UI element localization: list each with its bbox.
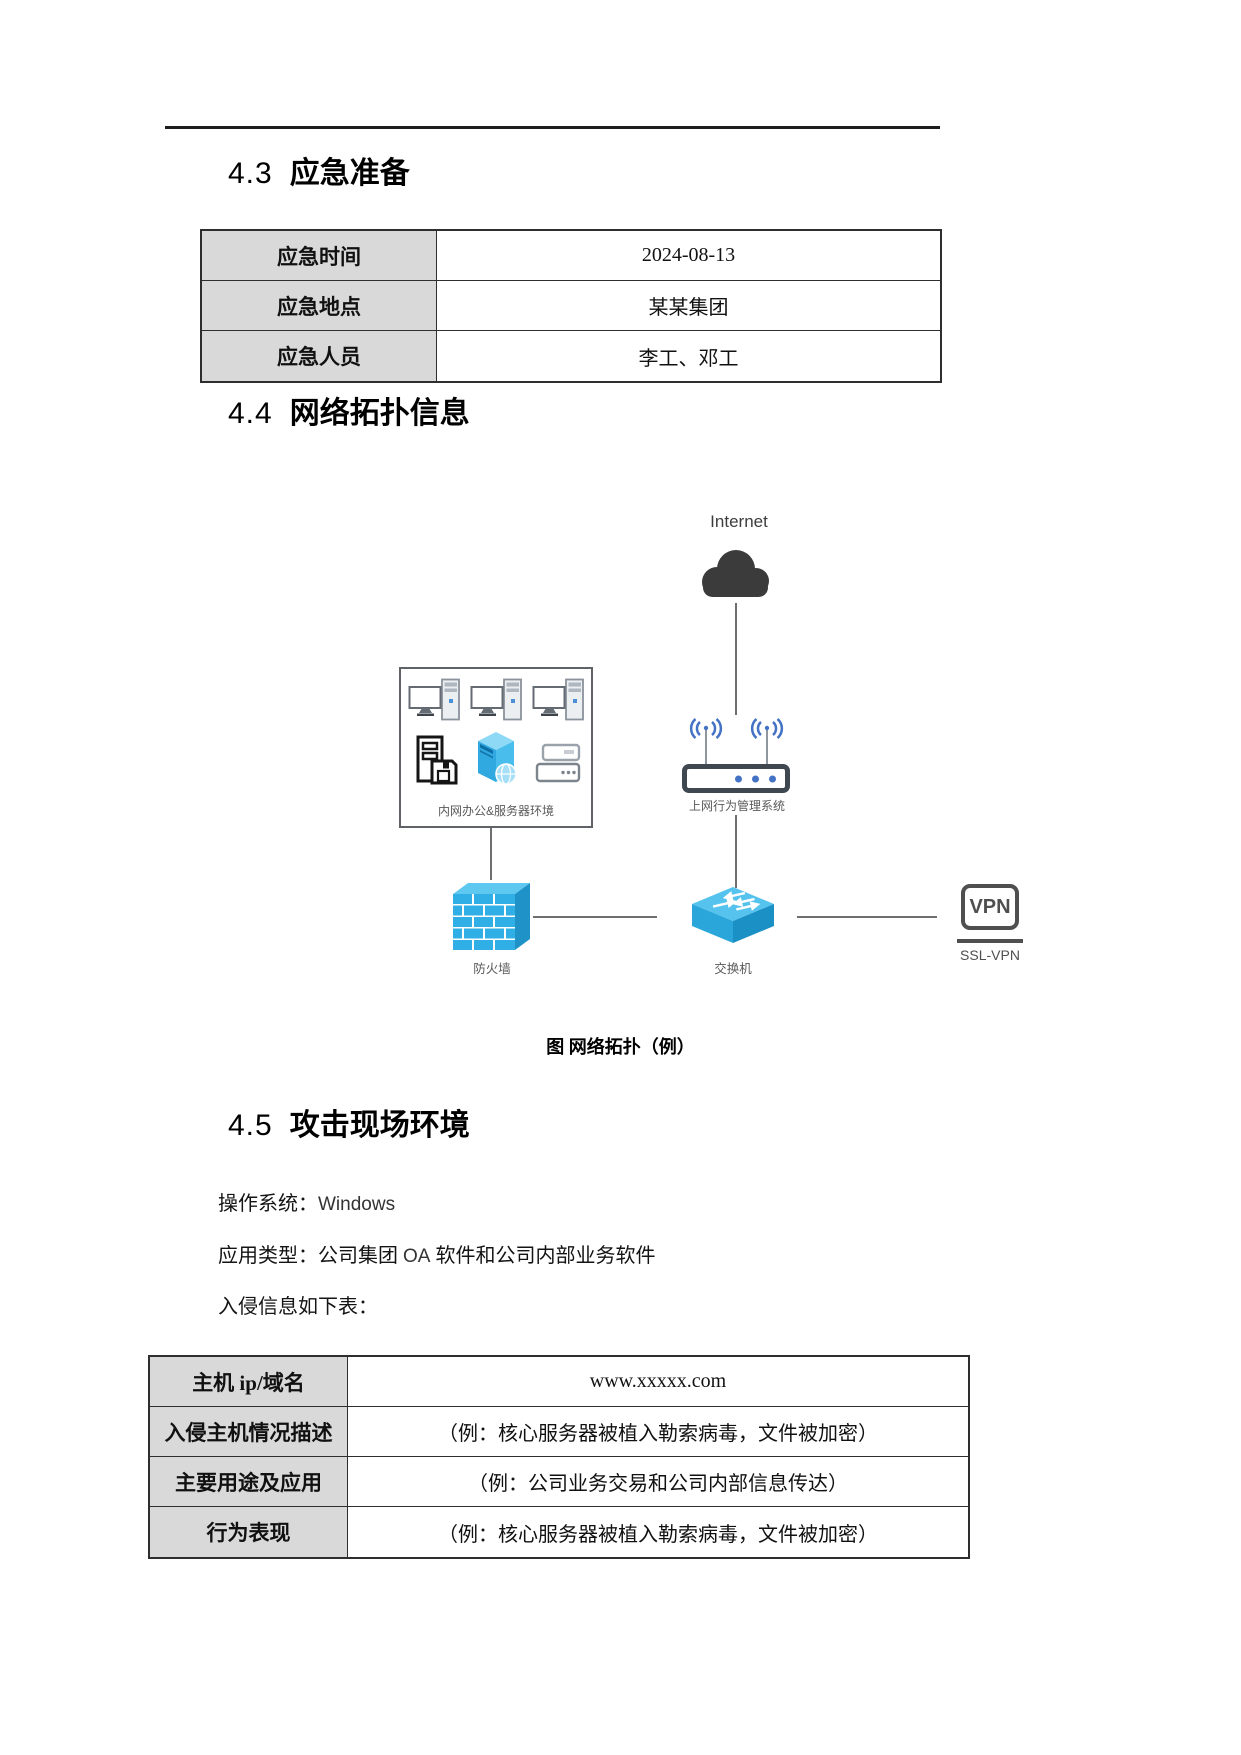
table-header-cell: 应急时间: [202, 231, 437, 281]
table-value-cell: www.xxxxx.com: [348, 1357, 968, 1407]
connector-switch-vpn: [797, 916, 937, 918]
section-heading-4-5: 4.5 攻击现场环境: [228, 1100, 470, 1144]
connector-router-switch: [735, 815, 737, 888]
router-label: 上网行为管理系统: [688, 799, 785, 813]
table-value-cell: （例：公司业务交易和公司内部信息传达）: [348, 1457, 968, 1507]
paragraph-app-type: 应用类型：公司集团 OA 软件和公司内部业务软件: [218, 1239, 655, 1268]
header-rule: [165, 126, 940, 129]
switch-label: 交换机: [714, 962, 752, 976]
table-value-cell: （例：核心服务器被植入勒索病毒，文件被加密）: [348, 1407, 968, 1457]
section-title: 网络拓扑信息: [289, 397, 470, 430]
section-heading-4-4: 4.4 网络拓扑信息: [228, 388, 470, 432]
paragraph-table-intro: 入侵信息如下表：: [218, 1296, 378, 1318]
table-header-cell: 入侵主机情况描述: [150, 1407, 348, 1457]
firewall-label: 防火墙: [473, 962, 511, 976]
wifi-antenna-icon: [750, 718, 784, 771]
table-header-cell: 应急地点: [202, 281, 437, 331]
desktop-pc-row: [408, 678, 588, 724]
table-value-cell: 李工、邓工: [638, 347, 739, 370]
os-label: 操作系统：: [218, 1193, 318, 1215]
section-heading-4-3: 4.3 应急准备: [228, 148, 410, 192]
table-value-cell: 2024-08-13: [437, 231, 940, 281]
app-part2: 软件和公司内部业务软件: [430, 1245, 656, 1267]
figure-caption: 图 网络拓扑（例）: [546, 1037, 695, 1057]
section-number: 4.3: [228, 157, 273, 190]
table-value-cell: （例：核心服务器被植入勒索病毒，文件被加密）: [438, 1523, 878, 1546]
router-icon: [682, 764, 790, 793]
table-header-cell: 行为表现: [150, 1507, 348, 1557]
emergency-info-table: 应急时间 2024-08-13 应急地点 某某集团 应急人员 李工、邓工: [200, 229, 942, 383]
vpn-icon: VPN: [961, 884, 1019, 930]
section-number: 4.4: [228, 397, 273, 430]
section-title: 应急准备: [289, 157, 410, 190]
desktop-pc-icon: [532, 678, 584, 721]
connector-lan-firewall: [490, 828, 492, 880]
section-title: 攻击现场环境: [289, 1109, 470, 1142]
table-header-cell: 主要用途及应用: [150, 1457, 348, 1507]
paragraph-os: 操作系统：Windows: [218, 1187, 395, 1216]
wifi-antenna-icon: [689, 718, 723, 771]
app-latin: OA: [403, 1246, 431, 1267]
intrusion-info-table: 主机 ip/域名 www.xxxxx.com 入侵主机情况描述 （例：核心服务器…: [148, 1355, 970, 1559]
os-value: Windows: [318, 1194, 396, 1215]
switch-icon: [689, 884, 777, 951]
connector-firewall-switch: [533, 916, 657, 918]
server-3d-icon: [478, 732, 517, 785]
firewall-icon: [451, 878, 533, 961]
connector-cloud-router: [735, 603, 737, 715]
internet-label: Internet: [710, 512, 768, 531]
network-topology-diagram: Internet: [0, 440, 1241, 1010]
section-number: 4.5: [228, 1109, 273, 1142]
table-header-cell: 应急人员: [202, 331, 437, 381]
server-floppy-icon: [416, 735, 458, 785]
table-value-cell: 某某集团: [437, 281, 940, 331]
vpn-label: SSL-VPN: [960, 947, 1020, 963]
desktop-pc-icon: [408, 678, 460, 721]
app-part1: 应用类型：公司集团: [218, 1245, 403, 1267]
router-leds: [735, 775, 776, 782]
server-row: [414, 729, 582, 785]
table-header-cell: 主机 ip/域名: [150, 1357, 348, 1407]
lan-environment-box: 内网办公&服务器环境: [399, 667, 593, 828]
cloud-icon: [694, 546, 778, 609]
lan-box-label: 内网办公&服务器环境: [437, 804, 554, 818]
vpn-underline: [957, 939, 1023, 943]
storage-icon: [535, 743, 581, 783]
desktop-pc-icon: [470, 678, 522, 721]
